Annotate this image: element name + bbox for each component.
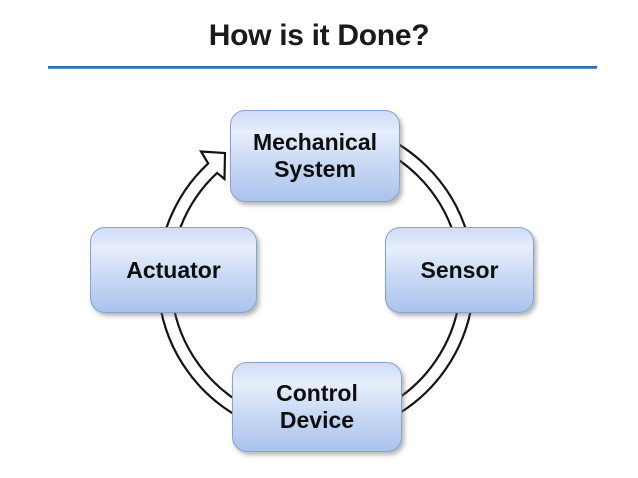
node-label-line: Actuator (126, 256, 221, 283)
title-underline (48, 66, 597, 69)
node-label-line: Sensor (420, 256, 499, 283)
node-control-device: Control Device (232, 362, 402, 452)
node-sensor: Sensor (385, 227, 534, 313)
slide-title: How is it Done? (208, 19, 430, 52)
node-mechanical-system: Mechanical System (230, 110, 400, 202)
node-actuator: Actuator (90, 227, 257, 313)
node-label-line: Device (279, 407, 355, 433)
node-label-line: System (274, 156, 356, 182)
node-label-line: Mechanical (253, 129, 377, 155)
node-label-line: Control (276, 380, 358, 406)
